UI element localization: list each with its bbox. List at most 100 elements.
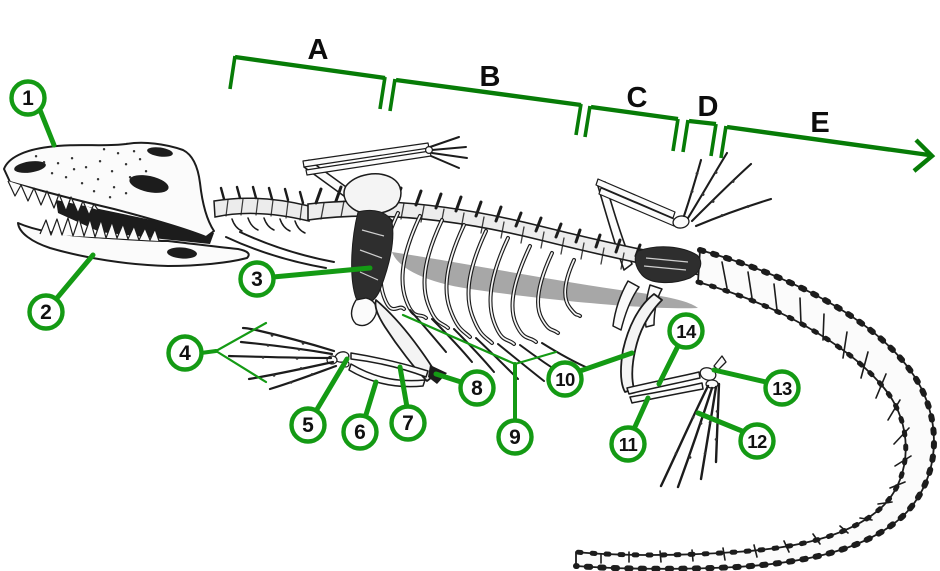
- marker-9-circle: [496, 418, 534, 456]
- marker-11-circle: [609, 425, 647, 463]
- marker-4: 4: [166, 321, 268, 384]
- marker-5-circle: [289, 406, 327, 444]
- marker-13-leader: [711, 367, 769, 385]
- ribs-core: [379, 212, 581, 345]
- marker-12-leader: [695, 410, 745, 434]
- region-axis: A B C D E: [228, 34, 936, 173]
- ilium-hatching: [643, 257, 689, 271]
- marker-8-leader: [433, 371, 464, 385]
- shoulder-girdle: [343, 173, 402, 327]
- axis-label-b: B: [480, 61, 501, 93]
- far-toe-joints: [690, 171, 750, 217]
- far-tarsus: [672, 215, 690, 229]
- eye-socket: [129, 175, 169, 193]
- marker-1-leader: [37, 107, 57, 148]
- axis-segment-e: [726, 124, 930, 158]
- marker-11-number: 11: [619, 434, 638, 455]
- marker-3-leader: [270, 265, 373, 280]
- neck-vertebrae: [213, 185, 335, 269]
- marker-7-leader: [397, 364, 410, 410]
- marker-11: 11: [609, 395, 651, 463]
- axis-label-a: A: [308, 34, 329, 66]
- tibia: [626, 371, 701, 395]
- marker-2: 2: [27, 252, 96, 331]
- marker-3-circle: [238, 260, 276, 298]
- far-foot-toes: [682, 151, 773, 228]
- ulna: [350, 352, 429, 378]
- marker-7: 7: [389, 364, 427, 442]
- pubis: [612, 280, 640, 331]
- marker-9-fork-right: [513, 350, 558, 366]
- marker-1-circle: [9, 79, 47, 117]
- marker-6: 6: [341, 379, 379, 451]
- marker-10-leader: [577, 350, 635, 374]
- marker-12-circle: [738, 422, 776, 460]
- crocodile-skeleton-illustration: [3, 136, 937, 571]
- axis-boundary-ticks: [228, 55, 728, 159]
- marker-4-circle: [166, 334, 204, 372]
- marker-4-fork-lower: [214, 349, 268, 384]
- marker-10: 10: [546, 350, 635, 398]
- axis-segment-a: [234, 54, 386, 81]
- throat-bones: [225, 231, 335, 269]
- mandibular-fenestra: [167, 247, 197, 259]
- far-tibia: [595, 178, 676, 219]
- scapula-hatching: [359, 229, 385, 281]
- marker-2-circle: [27, 293, 65, 331]
- tail: [573, 247, 937, 571]
- hand-digits: [227, 326, 338, 391]
- foot-toes: [659, 382, 721, 489]
- ilium: [634, 246, 702, 283]
- skull: [3, 141, 215, 244]
- numbered-markers: 1 2 3 4 5 6: [9, 79, 801, 463]
- marker-10-number: 10: [555, 369, 575, 390]
- marker-2-leader: [54, 252, 96, 301]
- marker-5-leader: [313, 356, 350, 414]
- tail-vertebra-divisions: [600, 261, 912, 564]
- cervical-ribs: [231, 217, 306, 234]
- cervical-band: [213, 197, 310, 222]
- axis-segment-b: [395, 77, 582, 108]
- tail-dorsal-spines: [573, 247, 937, 571]
- marker-5-number: 5: [302, 414, 314, 437]
- marker-14: 14: [656, 312, 705, 387]
- axis-segment-d: [688, 118, 717, 127]
- axis-label-c: C: [627, 82, 648, 114]
- far-carpus: [425, 146, 434, 155]
- marker-9-number: 9: [509, 426, 521, 449]
- marker-4-number: 4: [179, 342, 191, 365]
- coracoid: [350, 297, 378, 327]
- marker-9: 9: [401, 313, 558, 456]
- marker-8: 8: [433, 369, 496, 407]
- nostril-opening: [14, 161, 46, 173]
- suprascapula: [343, 173, 402, 215]
- marker-7-number: 7: [402, 412, 414, 435]
- marker-12: 12: [695, 410, 776, 460]
- marker-12-number: 12: [747, 431, 767, 452]
- marker-6-leader: [362, 379, 379, 421]
- marker-11-leader: [631, 395, 651, 432]
- lower-jaw: [17, 217, 250, 267]
- cranium: [3, 141, 215, 238]
- open-mouth-gap: [56, 200, 214, 244]
- marker-14-leader: [656, 343, 681, 387]
- cervical-divisions: [225, 198, 303, 221]
- marker-14-number: 14: [676, 321, 697, 342]
- marker-5: 5: [289, 356, 350, 444]
- marker-6-circle: [341, 413, 379, 451]
- axis-arrowhead-icon: [912, 138, 936, 173]
- temporal-fenestra: [147, 147, 173, 157]
- marker-3-number: 3: [251, 268, 263, 291]
- ribcage: [378, 211, 591, 382]
- marker-10-circle: [546, 360, 584, 398]
- tail-ventral-spines: [573, 279, 909, 558]
- marker-1: 1: [9, 79, 57, 148]
- scapula: [351, 209, 394, 305]
- marker-9-fork-left: [401, 313, 517, 366]
- sternal-ribs: [409, 309, 591, 382]
- marker-8-number: 8: [471, 377, 483, 400]
- far-hand-digits: [429, 136, 468, 169]
- marker-13: 13: [711, 367, 801, 407]
- axis-label-d: D: [698, 91, 719, 123]
